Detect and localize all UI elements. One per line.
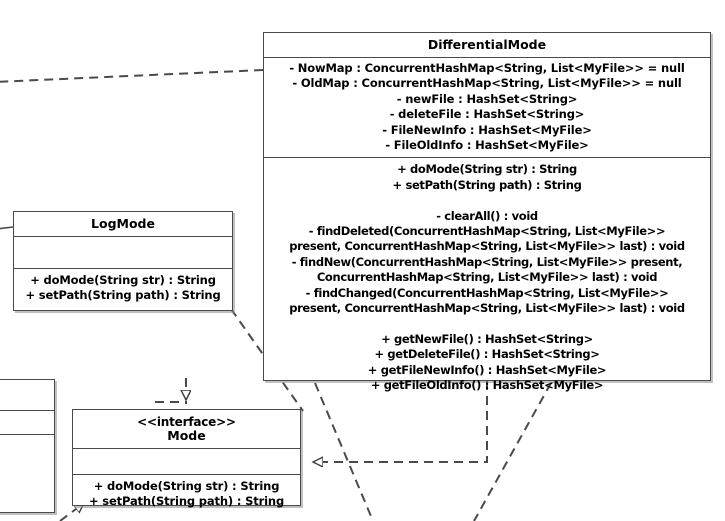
methods-mode: + doMode(String str) : String + setPath(… (73, 474, 300, 515)
edge-logmode-left-association (0, 226, 14, 230)
attributes-mode (73, 448, 300, 474)
class-box-clipped-left[interactable] (0, 379, 55, 513)
class-box-logmode[interactable]: LogMode + doMode(String str) : String + … (13, 211, 233, 311)
interface-box-mode[interactable]: <<interface>> Mode + doMode(String str) … (72, 409, 301, 508)
edge-into-mode-top (155, 401, 187, 404)
stereotype-label-interface: <<interface>> (137, 415, 236, 429)
methods-logmode: + doMode(String str) : String + setPath(… (14, 268, 232, 309)
interface-header-mode: <<interface>> Mode (73, 410, 300, 448)
interface-name-mode: Mode (167, 428, 206, 443)
edge-mode-bottom-left-realization (59, 503, 84, 521)
edge-differentialmode-bottom-dependency-left (314, 382, 374, 521)
edge-differentialmode-realizes-mode (313, 381, 488, 462)
clipped-left-attributes (0, 410, 54, 434)
attributes-logmode (14, 236, 232, 268)
clipped-left-methods (0, 434, 54, 510)
class-name-logmode: LogMode (91, 216, 155, 231)
edge-differentialmode-left-dependency (0, 69, 264, 83)
clipped-left-title (0, 380, 54, 410)
class-box-differentialmode[interactable]: DifferentialMode - NowMap : ConcurrentHa… (263, 32, 711, 392)
attributes-differentialmode: - NowMap : ConcurrentHashMap<String, Lis… (264, 57, 710, 157)
class-name-differentialmode: DifferentialMode (427, 37, 547, 52)
edge-differentialmode-bottom-dependency-right (473, 382, 552, 521)
methods-differentialmode: + doMode(String str) : String + setPath(… (264, 157, 710, 398)
